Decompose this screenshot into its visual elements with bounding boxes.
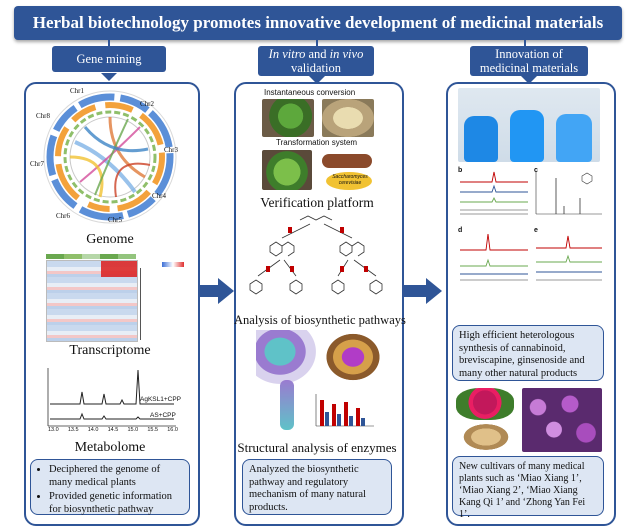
cultivars-note: New cultivars of many medical plants suc… <box>452 456 604 520</box>
flask-1 <box>464 116 498 162</box>
chromatogram-panel-d <box>460 233 528 281</box>
title-in-vitro: In vitro <box>268 47 306 61</box>
plant-infiltration-photo <box>262 99 314 137</box>
panel-letter-e: e <box>534 227 538 234</box>
gene-mining-title: Gene mining <box>76 52 142 66</box>
metabolome-legend-a: AgKSL1+CPP <box>140 396 182 403</box>
enzymes-label: Structural analysis of enzymes <box>237 440 397 455</box>
validation-note-text: Analyzed the biosynthetic pathway and re… <box>249 464 366 513</box>
validation-note: Analyzed the biosynthetic pathway and re… <box>242 459 392 515</box>
root-photo <box>460 422 512 452</box>
page-title: Herbal biotechnology promotes innovative… <box>14 6 622 40</box>
innovation-title-line2: medicinal materials <box>479 61 579 75</box>
culture-flasks-photo <box>458 88 600 162</box>
flow-arrow-1-head <box>218 278 234 304</box>
xtick: 13.5 <box>67 427 79 433</box>
chr-label-7: Chr7 <box>30 160 44 168</box>
verification-label: Verification platform <box>260 195 374 210</box>
genome-circos-plot <box>43 90 177 224</box>
xtick: 15.0 <box>127 427 139 433</box>
flow-arrow-2-head <box>426 278 442 304</box>
xtick: 16.0 <box>167 427 178 433</box>
validation-header: In vitro and in vivo validation <box>258 46 374 76</box>
chr-label-3: Chr3 <box>164 146 178 154</box>
validation-arrow <box>309 76 325 84</box>
title-in-vivo: in vivo <box>329 47 364 61</box>
genome-label: Genome <box>86 232 134 247</box>
metabolome-chromatogram <box>47 368 176 427</box>
chromatogram-panel-b <box>460 171 528 215</box>
flow-arrow-2-shaft <box>404 285 426 297</box>
yeast-label: Saccharomyces cerevisiae <box>332 174 368 186</box>
gene-mining-header: Gene mining <box>52 46 166 72</box>
biosynthetic-pathway-diagram <box>249 215 383 295</box>
enzyme-ribbon-tail <box>280 380 294 430</box>
cultivars-note-text: New cultivars of many medical plants suc… <box>459 461 586 520</box>
page-title-text: Herbal biotechnology promotes innovative… <box>32 13 604 32</box>
panel-letter-d: d <box>458 227 463 234</box>
enzyme-activity-bars <box>315 394 374 427</box>
xtick: 15.5 <box>147 427 159 433</box>
flask-3 <box>556 114 592 162</box>
purple-flower-field-photo <box>522 388 602 452</box>
ecoli-shape <box>322 154 372 168</box>
mass-spectrum-panel-c <box>535 172 602 215</box>
pathways-label: Analysis of biosynthetic pathways <box>234 313 406 327</box>
peony-flower-photo <box>456 388 514 420</box>
synthesis-note-text: High efficient heterologous synthesis of… <box>459 330 585 379</box>
gene-mining-arrow <box>101 73 117 81</box>
chr-label-4: Chr4 <box>152 192 166 200</box>
chr-label-8: Chr8 <box>36 112 50 120</box>
title-and: and <box>305 47 330 61</box>
transformation-label: Transformation system <box>276 138 358 147</box>
flow-arrow-1-shaft <box>198 285 218 297</box>
synthesis-note: High efficient heterologous synthesis of… <box>452 325 604 381</box>
callus-photo <box>322 99 374 137</box>
xtick: 14.5 <box>107 427 119 433</box>
xtick: 14.0 <box>87 427 99 433</box>
xtick: 13.0 <box>48 427 59 433</box>
chr-label-6: Chr6 <box>56 212 70 220</box>
heatmap-color-scale <box>162 262 184 267</box>
gene-mining-note-item-2: Provided genetic information for biosynt… <box>49 491 183 516</box>
gene-mining-note-item-1: Deciphered the genome of many medical pl… <box>49 464 183 489</box>
chr-label-1: Chr1 <box>70 87 84 95</box>
banner-connector-right <box>524 40 526 46</box>
transgenic-plant-photo <box>262 150 312 190</box>
yeast-shape <box>326 172 372 190</box>
heatmap-bracket <box>140 268 145 340</box>
innovation-title-line1: Innovation of <box>495 47 563 61</box>
panel-letter-c: c <box>534 167 538 174</box>
banner-connector-left <box>108 40 110 46</box>
transcriptome-heatmap <box>46 260 138 342</box>
panel-letter-b: b <box>458 167 463 174</box>
chr-label-2: Chr2 <box>140 100 154 108</box>
gene-mining-note: Deciphered the genome of many medical pl… <box>30 459 190 515</box>
metabolome-label: Metabolome <box>74 440 146 455</box>
banner-connector-mid <box>316 40 318 46</box>
active-site-structure <box>322 330 384 384</box>
validation-title: In vitro and in vivo validation <box>258 47 374 75</box>
chr-label-5: Chr5 <box>108 216 122 224</box>
enzyme-ribbon-structure <box>256 330 316 384</box>
flask-2 <box>510 110 544 162</box>
chromatogram-panel-e <box>536 235 602 281</box>
instant-label: Instantaneous conversion <box>264 88 356 97</box>
heatmap-column-header <box>46 254 136 259</box>
innovation-header: Innovation of medicinal materials <box>470 46 588 76</box>
title-validation: validation <box>291 61 341 75</box>
metabolome-xticks: 13.0 13.5 14.0 14.5 15.0 15.5 16.0 <box>48 427 178 433</box>
innovation-arrow <box>521 76 537 84</box>
metabolome-legend-b: AS+CPP <box>150 412 176 419</box>
transcriptome-label: Transcriptome <box>69 343 151 358</box>
